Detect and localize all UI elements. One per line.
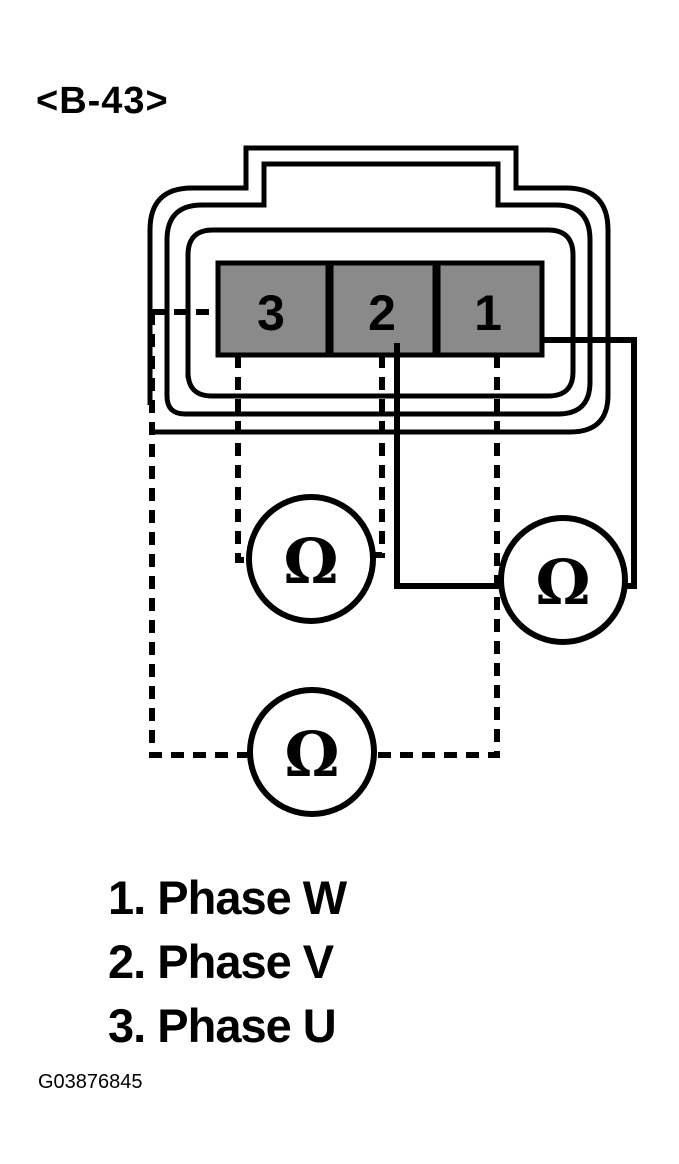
connector-housing-inner: [185, 227, 576, 399]
connector-housing-outer: [147, 145, 611, 435]
ohm-icon: Ω: [284, 718, 339, 791]
legend-item-3: 3. Phase U: [108, 999, 336, 1052]
meter3-lead-pin3: [149, 312, 250, 758]
pin-block-1: 1: [435, 260, 545, 358]
pin-label-2: 2: [368, 285, 396, 341]
meter3-lead-pin1: [374, 355, 500, 758]
ohm-icon: Ω: [535, 546, 590, 619]
ohmmeter-2: Ω: [498, 515, 628, 645]
pin-label-1: 1: [474, 285, 502, 341]
figure-code: G03876845: [38, 1071, 143, 1093]
pin-block-3: 3: [215, 260, 331, 358]
meter1-lead-pin3: [235, 355, 250, 563]
pin-block-2: 2: [328, 260, 438, 358]
legend-item-1: 1. Phase W: [108, 871, 348, 924]
ohmmeter-3: Ω: [247, 687, 377, 817]
meter2-lead-pin1: [540, 337, 637, 589]
meter2-lead-pin2: [394, 343, 502, 589]
ohmmeter-1: Ω: [246, 494, 376, 624]
meter1-lead-pin2: [372, 355, 385, 558]
connector-id-label: <B-43>: [36, 80, 169, 122]
ohm-icon: Ω: [283, 525, 338, 598]
connector-housing-middle: [164, 161, 593, 417]
legend-item-2: 2. Phase V: [108, 935, 335, 988]
pin-label-3: 3: [257, 285, 285, 341]
